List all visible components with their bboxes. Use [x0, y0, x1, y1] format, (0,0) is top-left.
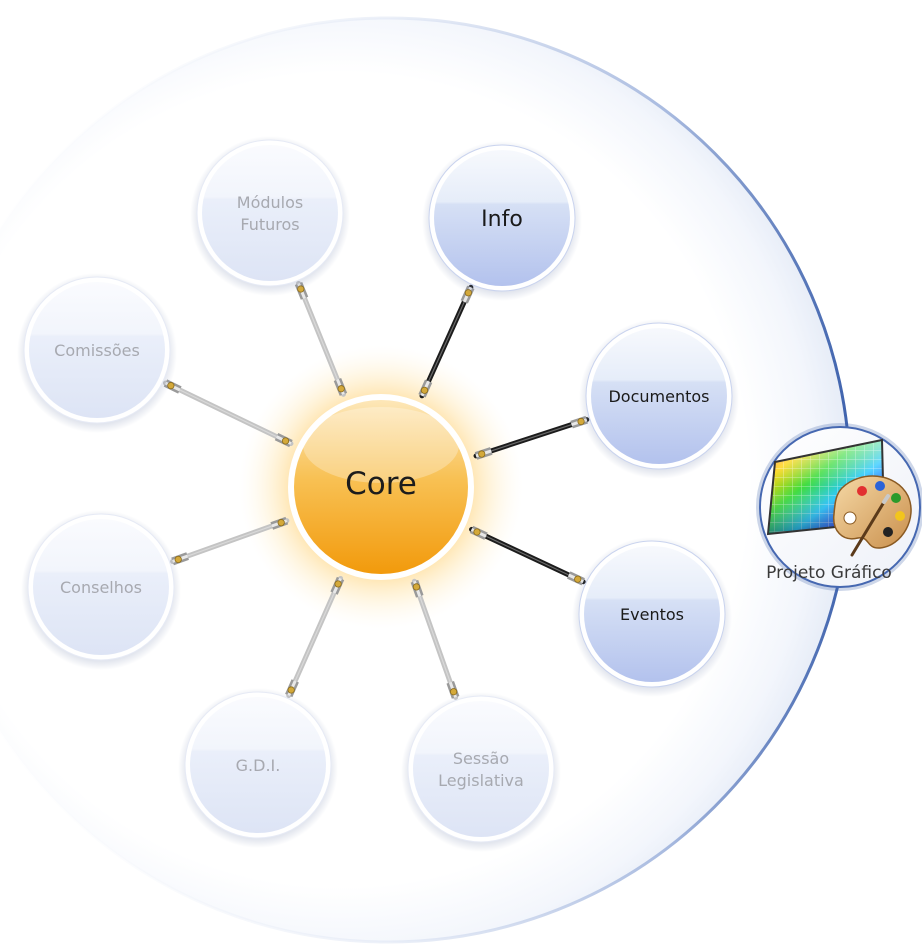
module-label-documentos: Documentos	[608, 387, 709, 406]
connector-documentos	[473, 415, 590, 460]
module-node-eventos[interactable]: Eventos	[572, 537, 732, 697]
module-node-conselhos[interactable]: Conselhos	[21, 510, 181, 670]
module-node-documentos[interactable]: Documentos	[579, 319, 739, 479]
module-label-conselhos: Conselhos	[60, 578, 142, 597]
projeto-grafico-badge[interactable]: Projeto Gráfico	[756, 423, 922, 591]
module-label-info: Info	[481, 207, 523, 232]
module-label-gdi: G.D.I.	[236, 756, 281, 775]
module-node-gdi[interactable]: G.D.I.	[178, 688, 338, 848]
module-label-modulos-futuros-line-2: Futuros	[240, 215, 299, 234]
core-label: Core	[345, 466, 417, 502]
core-node[interactable]: Core	[288, 394, 474, 580]
module-label-eventos: Eventos	[620, 605, 684, 624]
projeto-grafico-label: Projeto Gráfico	[766, 563, 892, 583]
module-node-comissoes[interactable]: Comissões	[17, 273, 177, 433]
module-label-modulos-futuros-line-1: Módulos	[237, 193, 303, 212]
module-label-sessao-legislativa-line-2: Legislativa	[438, 771, 524, 790]
module-node-info[interactable]: Info	[422, 141, 582, 301]
connector-gdi	[285, 575, 345, 698]
module-label-comissoes: Comissões	[54, 341, 140, 360]
module-label-sessao-legislativa-line-1: Sessão	[453, 749, 509, 768]
connector-sessao-legislativa	[410, 578, 460, 700]
color-palette-icon	[766, 438, 912, 557]
